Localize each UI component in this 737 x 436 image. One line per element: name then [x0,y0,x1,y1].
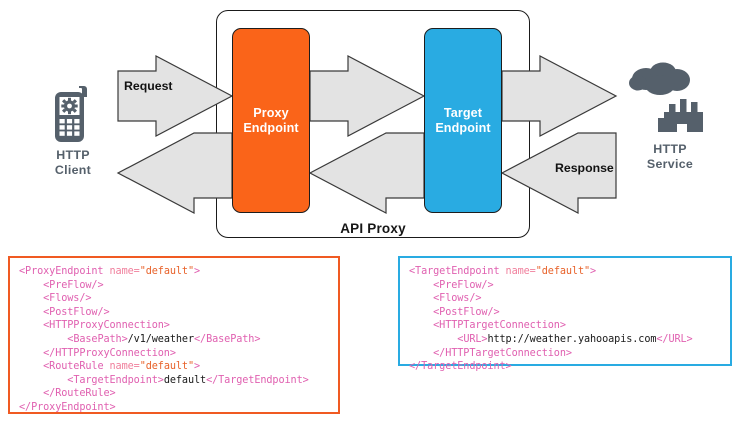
code-line: <PreFlow/> [433,279,494,291]
code-line: </TargetEndpoint> [409,361,512,373]
proxy-endpoint-label-line2: Endpoint [243,120,299,135]
http-service-label-line2: Service [646,157,694,171]
proxy-endpoint-label-line1: Proxy [253,105,289,120]
http-service-label-line1: HTTP [653,142,687,156]
proxy-endpoint-code-block[interactable]: <ProxyEndpoint name="default"> <PreFlow/… [8,256,340,414]
response-arrow-label: Response [555,161,614,175]
cloud-factory-icon [629,62,703,132]
code-line: <Flows/> [433,293,482,305]
code-line: </HTTPProxyConnection> [43,347,176,359]
code-line: <HTTPProxyConnection> [43,320,170,332]
code-line: <HTTPTargetConnection> [433,320,566,332]
code-line: <BasePath>/v1/weather</BasePath> [67,333,261,345]
code-line: </HTTPTargetConnection> [433,347,572,359]
code-line: </ProxyEndpoint> [19,401,116,413]
target-endpoint-box-label: Target Endpoint [435,106,490,136]
http-client-label-line1: HTTP [56,148,90,162]
http-client-caption: HTTP Client [30,148,116,178]
request-arrow [117,55,234,137]
code-line: <Flows/> [43,293,92,305]
request-arrow-label: Request [124,79,173,93]
mobile-phone-gear-icon [55,86,87,142]
code-line: <TargetEndpoint>default</TargetEndpoint> [67,374,309,386]
target-endpoint-box[interactable]: Target Endpoint [424,28,502,213]
code-line: <PreFlow/> [43,279,104,291]
code-line: <PostFlow/> [43,306,110,318]
api-proxy-label: API Proxy [340,221,406,236]
code-line: <URL>http://weather.yahooapis.com</URL> [457,333,693,345]
code-line: </RouteRule> [43,388,116,400]
target-endpoint-label-line2: Endpoint [435,120,491,135]
proxy-endpoint-box[interactable]: Proxy Endpoint [232,28,310,213]
code-line: <TargetEndpoint name="default"> [409,266,597,277]
code-line: <PostFlow/> [433,306,500,318]
code-line: <RouteRule name="default"> [43,361,201,373]
proxy-endpoint-box-label: Proxy Endpoint [243,106,298,136]
http-service-caption: HTTP Service [624,142,716,172]
http-client-label-line2: Client [54,163,92,177]
code-line: <ProxyEndpoint name="default"> [19,266,201,277]
target-endpoint-code-block[interactable]: <TargetEndpoint name="default"> <PreFlow… [398,256,732,372]
client-response-arrow [116,132,233,214]
target-endpoint-label-line1: Target [443,105,483,120]
